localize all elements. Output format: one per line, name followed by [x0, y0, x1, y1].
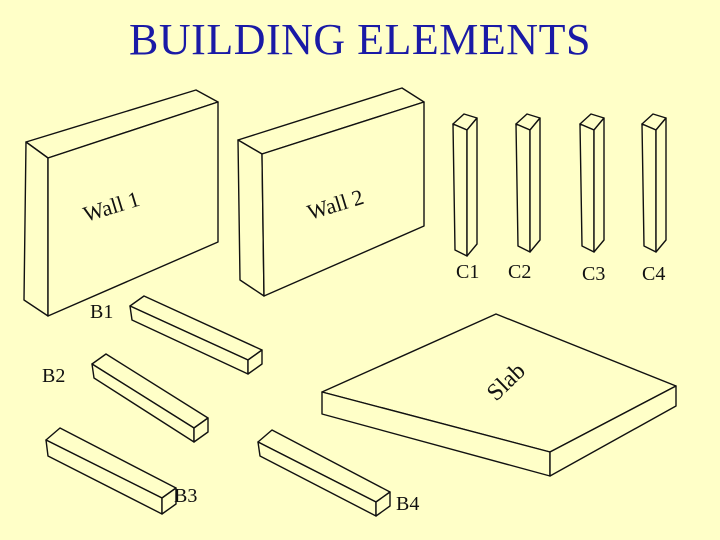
slide-title: BUILDING ELEMENTS: [129, 15, 591, 64]
beam-b4-label: B4: [396, 493, 419, 515]
column-c1-label: C1: [456, 261, 479, 283]
wall-1: Wall 1: [23, 89, 219, 317]
column-c3: C3: [579, 113, 605, 285]
beam-b3: B3: [45, 427, 197, 515]
column-c2-label: C2: [508, 261, 531, 283]
column-c2: C2: [508, 113, 541, 283]
column-c3-label: C3: [582, 263, 605, 285]
beam-b1: B1: [90, 295, 263, 375]
beam-b4: B4: [257, 429, 419, 517]
column-c4: C4: [641, 113, 667, 285]
beam-b1-label: B1: [90, 301, 113, 323]
slab: Slab: [321, 313, 677, 477]
wall-2: Wall 2: [237, 87, 425, 297]
beam-b2-label: B2: [42, 365, 65, 387]
beam-b3-label: B3: [174, 485, 197, 507]
beam-b2: B2: [42, 353, 209, 443]
column-c4-label: C4: [642, 263, 665, 285]
column-c1: C1: [452, 113, 479, 283]
